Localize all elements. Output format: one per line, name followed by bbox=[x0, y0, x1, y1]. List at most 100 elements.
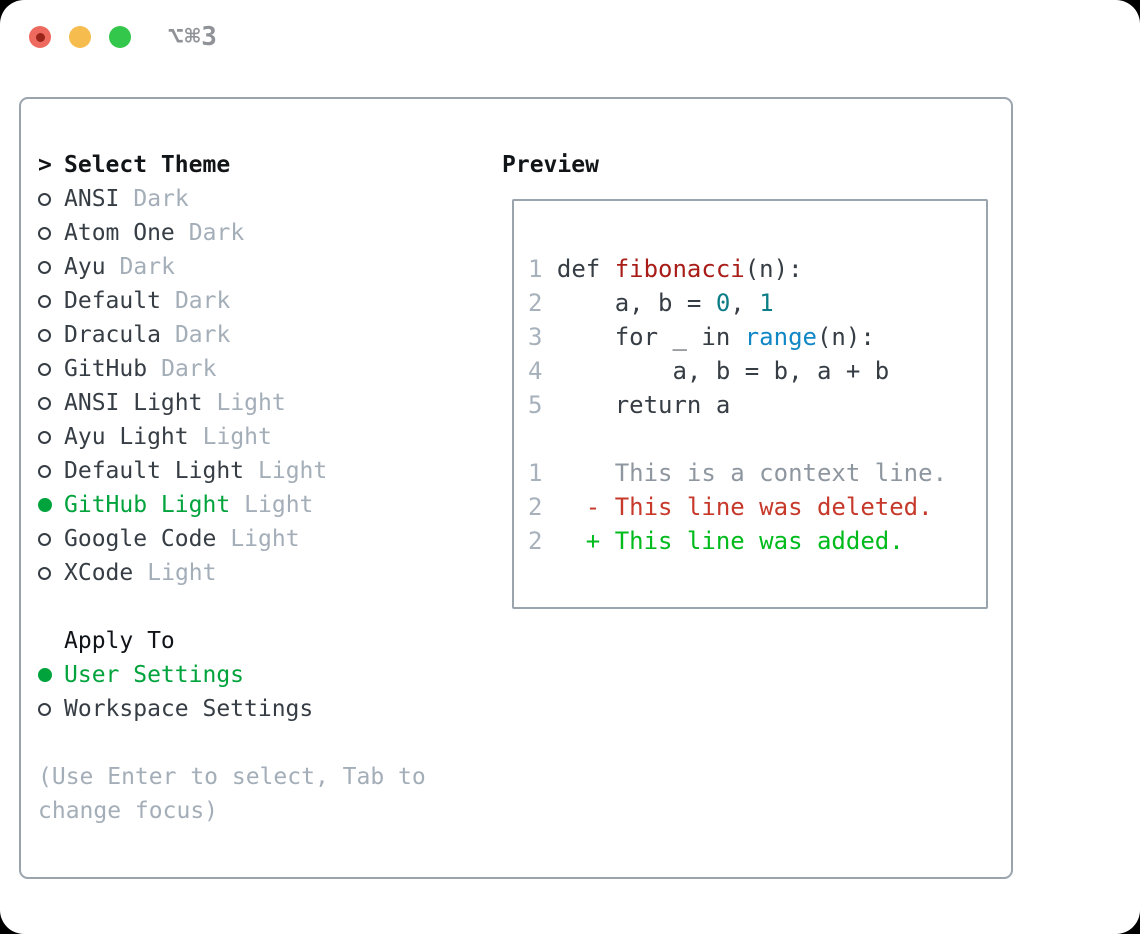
radio-icon bbox=[38, 396, 51, 410]
code-line: 5 return a bbox=[528, 388, 947, 422]
radio-cell bbox=[38, 226, 64, 240]
apply-to-name: Workspace Settings bbox=[64, 696, 314, 722]
radio-cell bbox=[38, 260, 64, 274]
code-preview: 1 def fibonacci (n): 2 a, b = 0, 1 3 for _ i… bbox=[528, 252, 947, 558]
radio-cell bbox=[38, 396, 64, 410]
select-theme-title: Select Theme bbox=[64, 152, 231, 178]
apply-to-header: Apply To bbox=[38, 624, 426, 658]
code-token: range bbox=[744, 323, 817, 351]
theme-variant: Light bbox=[147, 560, 217, 586]
theme-item[interactable]: Default Dark bbox=[38, 284, 426, 318]
hint-text: (Use Enter to select, Tab to change focus… bbox=[38, 760, 426, 828]
code-token: 1 bbox=[759, 289, 774, 317]
close-dot-icon bbox=[35, 32, 45, 42]
radio-cell bbox=[38, 362, 64, 376]
theme-variant: Light bbox=[216, 390, 286, 416]
radio-icon bbox=[38, 260, 51, 274]
theme-item[interactable]: XCode Light bbox=[38, 556, 426, 590]
theme-variant: Dark bbox=[174, 322, 231, 348]
code-token: a, b = b, a + b bbox=[556, 357, 890, 385]
theme-name: Default bbox=[64, 288, 161, 314]
code-token: 0 bbox=[715, 289, 731, 317]
spacer bbox=[38, 726, 426, 760]
theme-item[interactable]: ANSI Dark bbox=[38, 182, 426, 216]
theme-item[interactable]: Ayu Dark bbox=[38, 250, 426, 284]
code-line: 2 a, b = 0, 1 bbox=[528, 286, 947, 320]
radio-cell bbox=[38, 668, 64, 682]
hint-line: (Use Enter to select, Tab to bbox=[38, 764, 426, 790]
close-button[interactable] bbox=[29, 26, 51, 48]
radio-cell bbox=[38, 294, 64, 308]
line-number: 4 bbox=[528, 357, 543, 385]
theme-name: Ayu Light bbox=[64, 424, 189, 450]
line-number: 1 bbox=[528, 255, 543, 283]
radio-cell bbox=[38, 464, 64, 478]
theme-item[interactable]: Default Light Light bbox=[38, 454, 426, 488]
radio-cell bbox=[38, 702, 64, 716]
line-number: 5 bbox=[528, 391, 543, 419]
theme-variant: Light bbox=[202, 424, 272, 450]
titlebar: ⌥⌘3 bbox=[0, 0, 1140, 74]
theme-variant: Light bbox=[244, 492, 314, 518]
preview-box: 1 def fibonacci (n): 2 a, b = 0, 1 3 for _ i… bbox=[512, 199, 988, 609]
theme-name: Ayu bbox=[64, 254, 106, 280]
theme-variant: Light bbox=[258, 458, 328, 484]
window-title: ⌥⌘3 bbox=[168, 22, 218, 52]
theme-name: Default Light bbox=[64, 458, 245, 484]
zoom-button[interactable] bbox=[109, 26, 131, 48]
radio-cell bbox=[38, 430, 64, 444]
apply-to-option[interactable]: Workspace Settings bbox=[38, 692, 426, 726]
radio-cell bbox=[38, 532, 64, 546]
theme-item[interactable]: Google Code Light bbox=[38, 522, 426, 556]
code-token: + This line was added. bbox=[556, 527, 904, 555]
code-token: def bbox=[556, 255, 615, 283]
theme-name: GitHub Light bbox=[64, 492, 231, 518]
theme-variant: Dark bbox=[188, 220, 245, 246]
radio-cell bbox=[38, 328, 64, 342]
code-token: for _ in bbox=[556, 323, 745, 351]
line-number: 3 bbox=[528, 323, 543, 351]
theme-name: ANSI Light bbox=[64, 390, 203, 416]
theme-name: ANSI bbox=[64, 186, 120, 212]
radio-cell bbox=[38, 498, 64, 512]
minimize-button[interactable] bbox=[69, 26, 91, 48]
theme-variant: Dark bbox=[161, 356, 217, 382]
theme-item[interactable]: ANSI Light Light bbox=[38, 386, 426, 420]
theme-item[interactable]: Atom One Dark bbox=[38, 216, 426, 250]
theme-variant: Light bbox=[230, 526, 300, 552]
code-line: 2 + This line was added. bbox=[528, 524, 947, 558]
radio-icon bbox=[38, 464, 51, 478]
theme-variant: Dark bbox=[174, 288, 231, 314]
radio-icon bbox=[38, 192, 51, 206]
theme-item[interactable]: Ayu Light Light bbox=[38, 420, 426, 454]
theme-name: Atom One bbox=[64, 220, 175, 246]
code-token: , bbox=[730, 289, 760, 317]
theme-variant: Dark bbox=[119, 254, 175, 280]
select-theme-header: > Select Theme bbox=[38, 148, 426, 182]
theme-name: XCode bbox=[64, 560, 134, 586]
theme-name: Google Code bbox=[64, 526, 217, 552]
code-token: - This line was deleted. bbox=[556, 493, 933, 521]
radio-icon bbox=[38, 668, 52, 682]
apply-to-option[interactable]: User Settings bbox=[38, 658, 426, 692]
code-token: (n): bbox=[816, 323, 875, 351]
radio-icon bbox=[38, 362, 51, 376]
theme-variant: Dark bbox=[133, 186, 189, 212]
radio-icon bbox=[38, 498, 52, 512]
spacer bbox=[38, 590, 426, 624]
theme-item[interactable]: GitHub Light Light bbox=[38, 488, 426, 522]
radio-cell bbox=[38, 192, 64, 206]
radio-icon bbox=[38, 430, 51, 444]
theme-item[interactable]: GitHub Dark bbox=[38, 352, 426, 386]
code-token: fibonacci bbox=[614, 255, 745, 283]
line-number: 2 bbox=[528, 493, 543, 521]
hint-line: change focus) bbox=[38, 798, 219, 824]
code-token: return a bbox=[556, 391, 731, 419]
theme-name: GitHub bbox=[64, 356, 148, 382]
